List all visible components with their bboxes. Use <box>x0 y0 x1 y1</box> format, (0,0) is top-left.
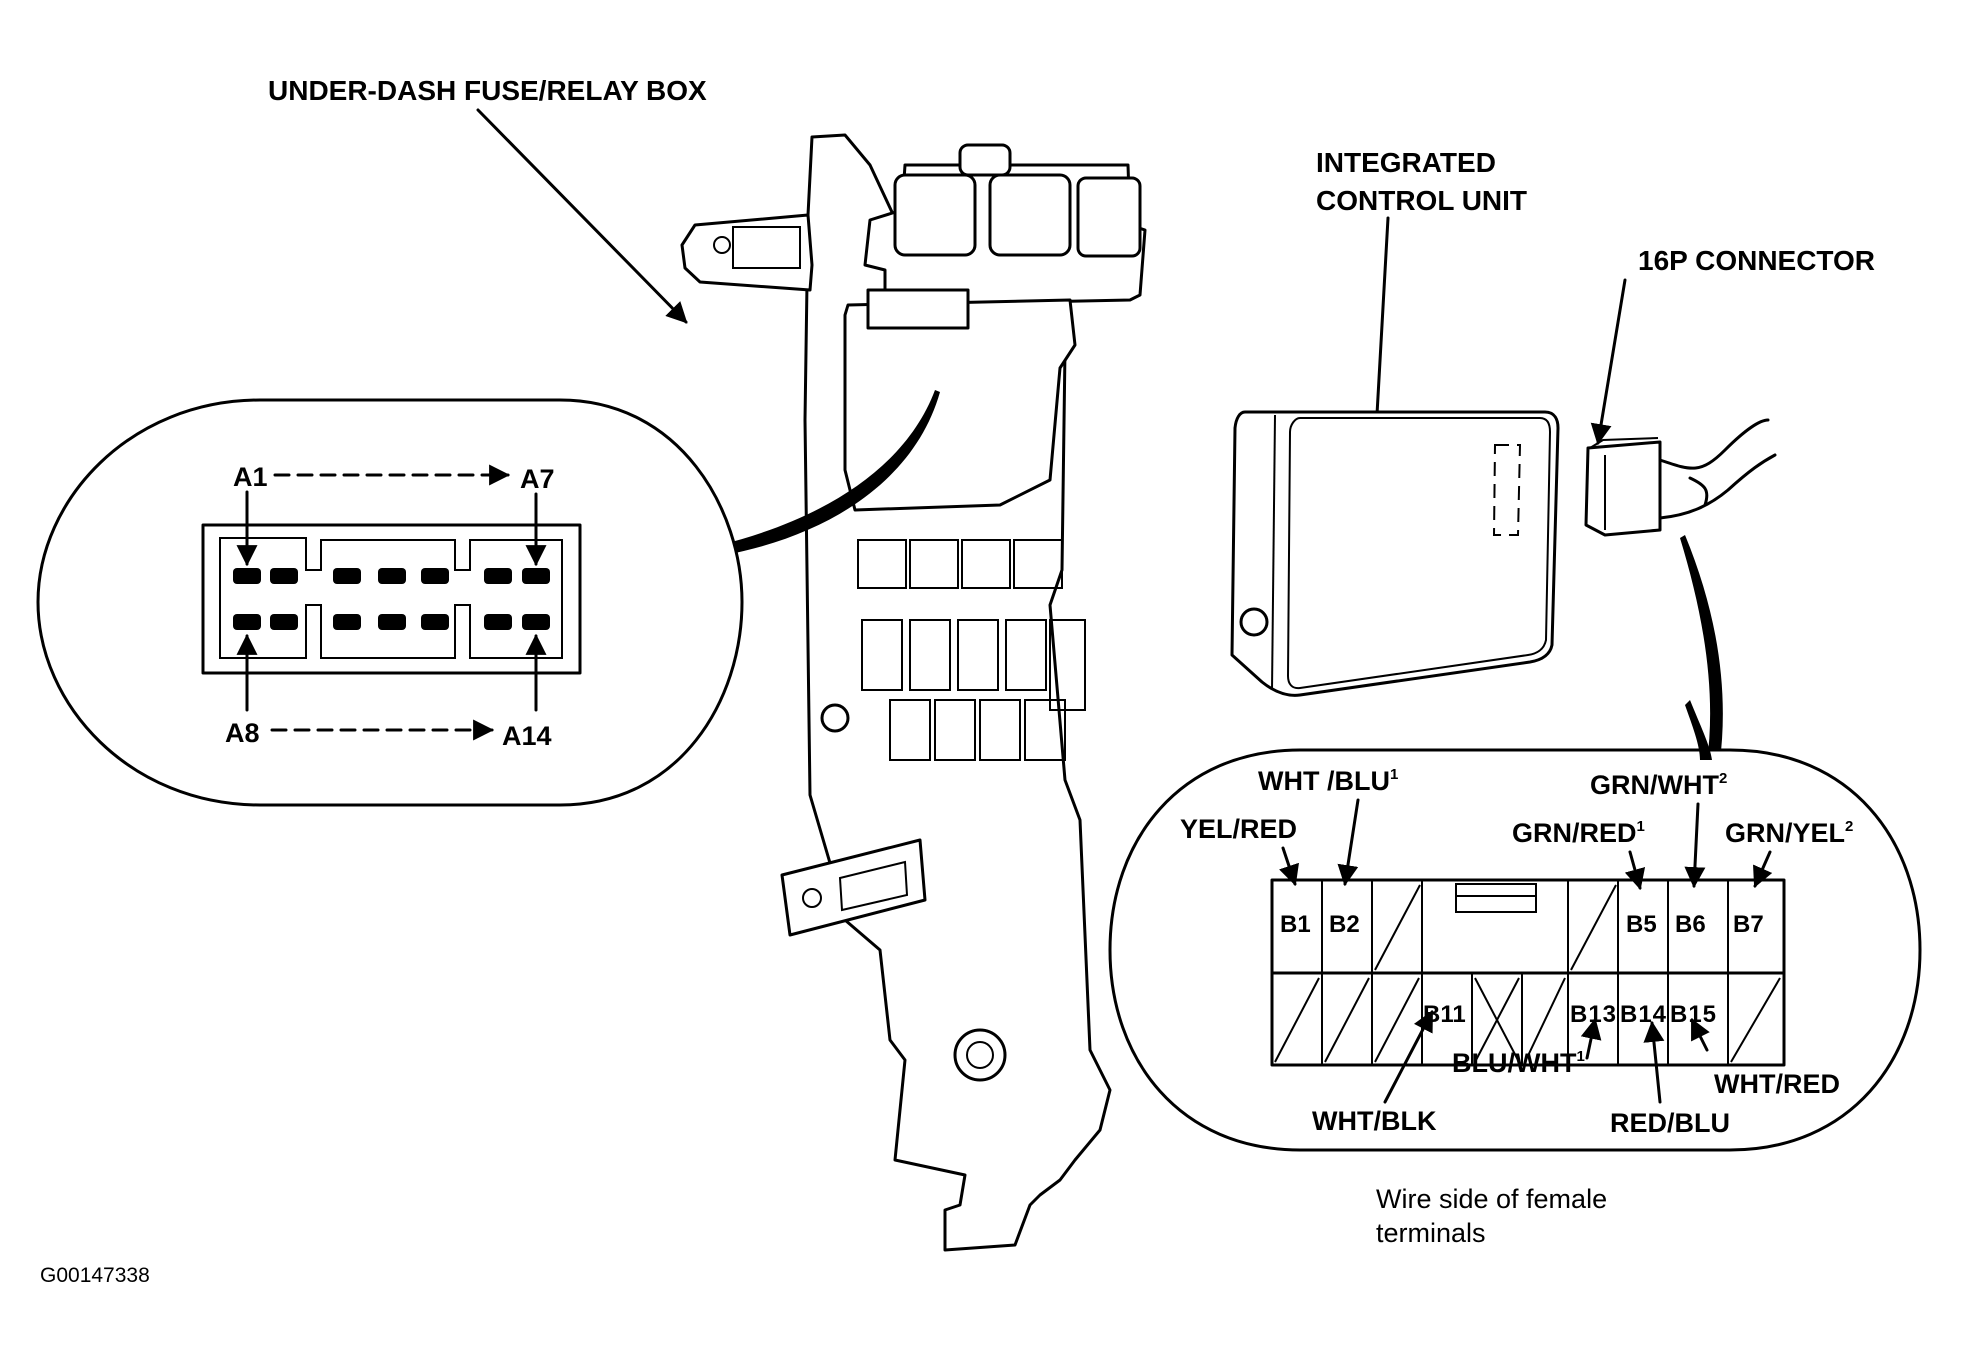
b5-pointer <box>1624 850 1646 891</box>
fuse-box-leader <box>476 108 688 324</box>
wire-label-b5: GRN/RED1 <box>1512 818 1645 848</box>
pin-label-b14: B14 <box>1620 1001 1667 1028</box>
connector-16p-label: 16P CONNECTOR <box>1638 245 1875 276</box>
fuse-box-label: UNDER-DASH FUSE/RELAY BOX <box>268 75 707 106</box>
connector-a-terminals-top <box>233 568 550 584</box>
pin-label-b7: B7 <box>1733 911 1764 938</box>
b13-pointer <box>1580 1017 1602 1060</box>
connector-a <box>201 523 582 675</box>
caption-line2: terminals <box>1376 1218 1486 1248</box>
connector-16p-illustration <box>1584 418 1777 775</box>
connector-b-callout <box>1108 748 1922 1152</box>
connector-16p-leader <box>1590 278 1627 446</box>
b11-pointer <box>1383 1010 1434 1104</box>
pin-label-a8: A8 <box>225 718 260 748</box>
fuse-relay-box-illustration <box>680 133 1147 1252</box>
pin-label-b5: B5 <box>1626 911 1657 938</box>
wire-label-b2: WHT /BLU1 <box>1258 766 1398 796</box>
wire-label-b7: GRN/YEL2 <box>1725 818 1853 848</box>
connector-a-callout <box>36 398 744 807</box>
wire-label-b14: RED/BLU <box>1610 1108 1730 1138</box>
b2-pointer <box>1337 798 1360 887</box>
pin-label-b1: B1 <box>1280 911 1311 938</box>
pin-label-b6: B6 <box>1675 911 1706 938</box>
connector-b-key <box>1455 883 1537 913</box>
b15-pointer <box>1690 1018 1710 1052</box>
connector-a-terminals-bottom <box>233 614 550 630</box>
icu-label-line1: INTEGRATED <box>1316 147 1496 178</box>
pin-label-a7: A7 <box>520 464 555 494</box>
pin-label-a14: A14 <box>502 721 552 751</box>
wire-label-b11: WHT/BLK <box>1312 1106 1437 1136</box>
b1-pointer <box>1279 846 1299 886</box>
connector-b <box>1270 878 1786 1067</box>
icu-label-line2: CONTROL UNIT <box>1316 185 1527 216</box>
caption-line1: Wire side of female <box>1376 1184 1607 1214</box>
wire-label-b1: YEL/RED <box>1180 814 1297 844</box>
pin-label-a1: A1 <box>233 462 268 492</box>
wire-label-b15: WHT/RED <box>1714 1069 1840 1099</box>
wire-label-b13: BLU/WHT1 <box>1452 1048 1585 1078</box>
pin-label-b2: B2 <box>1329 911 1360 938</box>
b14-pointer <box>1643 1020 1665 1104</box>
wire-label-b6: GRN/WHT2 <box>1590 770 1727 800</box>
integrated-control-unit-illustration <box>1230 410 1560 697</box>
b6-pointer <box>1684 802 1706 889</box>
b7-pointer <box>1753 850 1773 888</box>
figure-id: G00147338 <box>40 1264 150 1287</box>
